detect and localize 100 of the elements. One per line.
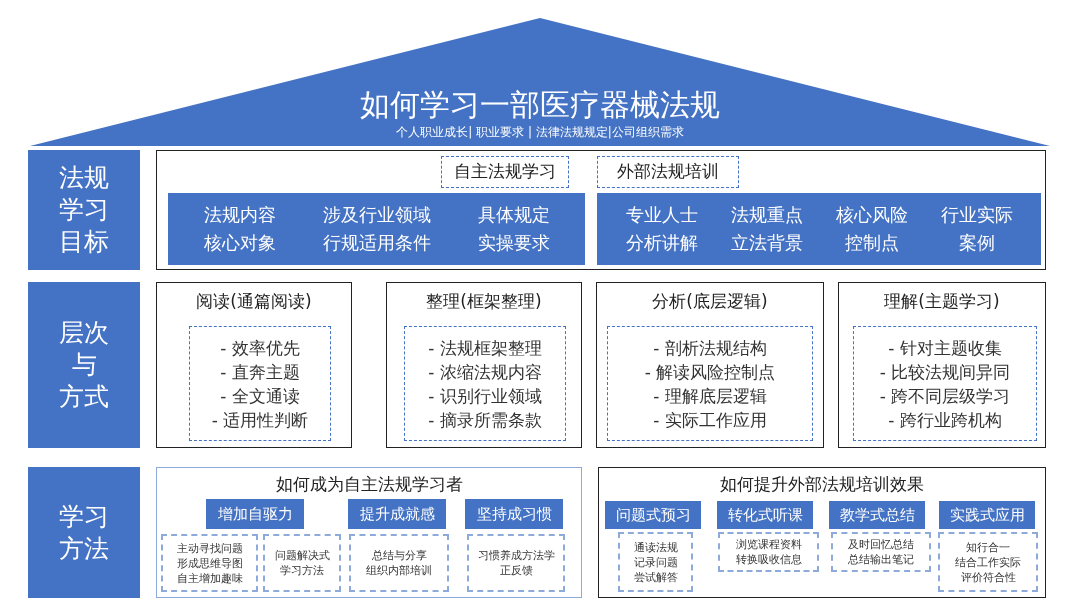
- topic-bar: [597, 193, 1041, 265]
- subtitle: 个人职业成长| 职业要求 | 法律法规规定|公司组织需求: [396, 124, 684, 140]
- list-item: - 法规框架整理: [428, 336, 542, 360]
- dashed-box: [263, 534, 341, 592]
- topic-text: 法规内容: [203, 203, 276, 227]
- note-text: 尝试解答: [633, 569, 678, 585]
- list-item: - 效率优先: [220, 336, 300, 360]
- section-label-box: [28, 467, 140, 598]
- heading: 阅读(通篇阅读): [195, 290, 313, 313]
- list-item: - 剖析法规结构: [653, 336, 767, 360]
- header-text: 坚持成习惯: [476, 503, 552, 525]
- dashed-box: [618, 532, 693, 592]
- roof-banner: [30, 18, 1050, 148]
- header-text: 教学式总结: [839, 504, 915, 526]
- dashed-box: [597, 156, 739, 188]
- note-text: 主动寻找问题: [176, 540, 243, 556]
- title: 如何学习一部医疗器械法规: [360, 86, 720, 124]
- note-text: 评价符合性: [960, 569, 1016, 585]
- list-item: - 摘录所需条款: [428, 408, 542, 432]
- list-item: - 比较法规间异同: [879, 360, 1011, 384]
- heading: 分析(底层逻辑): [651, 290, 769, 313]
- note-text: 知行合一: [966, 539, 1010, 555]
- topic-text: 涉及行业领域: [322, 203, 431, 227]
- label: 外部法规培训: [617, 160, 719, 184]
- dashed-box: [349, 534, 449, 592]
- method-box: [838, 282, 1046, 448]
- panel-box: [156, 467, 582, 598]
- list-item: - 直奔主题: [220, 360, 300, 384]
- list-item: - 实际工作应用: [653, 408, 767, 432]
- list-item: - 理解底层逻辑: [653, 384, 767, 408]
- note-text: 总结输出笔记: [848, 552, 914, 567]
- heading: 如何成为自主法规学习者: [274, 473, 464, 496]
- dashed-box: [189, 326, 331, 441]
- dashed-box: [831, 532, 931, 572]
- method-box: [596, 282, 824, 448]
- topic-text: 行规适用条件: [322, 231, 431, 255]
- section-label-box: [28, 282, 140, 448]
- list-item: - 解读风险控制点: [644, 360, 776, 384]
- dashed-box: [467, 534, 565, 592]
- note-text: 形成思维导图: [176, 555, 243, 571]
- method-box: [156, 282, 352, 448]
- dashed-box: [161, 534, 258, 592]
- panel-box: [156, 150, 1046, 270]
- heading: 理解(主题学习): [883, 290, 1001, 313]
- topic-text: 法规重点: [730, 203, 803, 227]
- header-bar: [829, 501, 925, 529]
- list-item: - 针对主题收集: [888, 336, 1002, 360]
- method-box: [386, 282, 582, 448]
- dashed-box: [938, 532, 1038, 592]
- heading: 如何提升外部法规培训效果: [719, 473, 925, 496]
- note-text: 习惯养成方法学正反馈: [477, 548, 555, 578]
- header-text: 实践式应用: [949, 504, 1025, 526]
- list-item: - 跨行业跨机构: [888, 408, 1002, 432]
- note-text: 结合工作实际: [955, 554, 1021, 570]
- list-item: - 适用性判断: [211, 408, 309, 432]
- header-bar: [465, 499, 563, 529]
- topic-text: 行业实际: [940, 203, 1013, 227]
- section-label: 学习方法: [59, 500, 109, 565]
- note-text: 通读法规: [633, 539, 678, 555]
- note-text: 记录问题: [633, 554, 678, 570]
- note-text: 问题解决式学习方法: [274, 548, 330, 578]
- list-item: - 识别行业领域: [428, 384, 542, 408]
- label: 自主法规学习: [454, 160, 556, 184]
- note-text: 浏览课程资料: [735, 537, 802, 552]
- list-item: - 跨不同层级学习: [879, 384, 1011, 408]
- section-label: 层次与方式: [59, 317, 109, 413]
- dashed-box: [441, 156, 569, 188]
- note-text: 自主增加趣味: [176, 570, 243, 586]
- topic-text: 案例: [958, 231, 995, 255]
- header-text: 问题式预习: [615, 504, 691, 526]
- note-text: 总结与分享: [371, 548, 427, 563]
- dashed-box: [718, 532, 819, 572]
- dashed-box: [607, 326, 813, 441]
- topic-text: 核心对象: [203, 231, 276, 255]
- header-text: 增加自驱力: [217, 503, 293, 525]
- topic-text: 专业人士: [625, 203, 698, 227]
- heading: 整理(框架整理): [425, 290, 543, 313]
- list-item: - 浓缩法规内容: [428, 360, 542, 384]
- dashed-box: [404, 326, 566, 441]
- topic-text: 具体规定: [477, 203, 550, 227]
- note-text: 转换吸收信息: [735, 552, 802, 567]
- header-bar: [348, 499, 446, 529]
- topic-text: 控制点: [844, 231, 899, 255]
- section-label-box: [28, 150, 140, 270]
- header-bar: [939, 501, 1035, 529]
- topic-text: 实操要求: [477, 231, 550, 255]
- header-bar: [206, 499, 304, 529]
- note-text: 及时回忆总结: [848, 537, 914, 552]
- topic-bar: [168, 193, 585, 265]
- topic-text: 立法背景: [730, 231, 803, 255]
- header-text: 转化式听课: [727, 504, 803, 526]
- dashed-box: [853, 326, 1037, 441]
- list-item: - 全文通读: [220, 384, 300, 408]
- header-bar: [605, 501, 701, 529]
- topic-text: 分析讲解: [625, 231, 698, 255]
- header-text: 提升成就感: [359, 503, 435, 525]
- panel-box: [598, 467, 1046, 598]
- header-bar: [717, 501, 813, 529]
- section-label: 法规学习目标: [59, 162, 109, 258]
- topic-text: 核心风险: [835, 203, 908, 227]
